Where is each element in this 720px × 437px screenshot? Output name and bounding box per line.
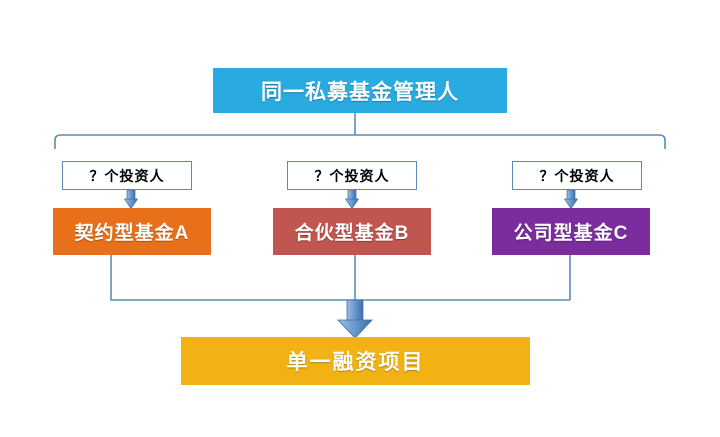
investor-label-a: ？个投资人 xyxy=(89,167,165,184)
project-box: 单一融资项目 xyxy=(181,337,530,385)
project-box-label: 单一融资项目 xyxy=(286,351,425,374)
arrow-investor-b-to-fund-b xyxy=(344,189,360,210)
investor-label-b: ？个投资人 xyxy=(314,167,390,184)
fund-label-b: 合伙型基金B xyxy=(294,223,410,244)
investor-label-box-b: ？个投资人 xyxy=(287,161,417,190)
investor-label-c: ？个投资人 xyxy=(539,167,615,184)
arrow-investor-c-to-fund-c xyxy=(563,189,579,210)
fund-box-partnership-b: 合伙型基金B xyxy=(273,208,431,255)
fund-box-contractual-a: 契约型基金A xyxy=(53,208,211,255)
investor-label-box-a: ？个投资人 xyxy=(62,161,192,190)
investor-label-box-c: ？个投资人 xyxy=(512,161,642,190)
arrow-funds-to-project xyxy=(337,299,373,339)
manager-bracket-line xyxy=(54,134,666,149)
arrow-investor-a-to-fund-a xyxy=(123,189,139,210)
fund-a-merge-line xyxy=(110,255,570,301)
manager-box: 同一私募基金管理人 xyxy=(213,68,507,113)
fund-label-a: 契约型基金A xyxy=(74,223,190,244)
fund-box-corporate-c: 公司型基金C xyxy=(492,208,650,255)
manager-box-label: 同一私募基金管理人 xyxy=(261,80,459,104)
fund-label-c: 公司型基金C xyxy=(513,223,629,244)
